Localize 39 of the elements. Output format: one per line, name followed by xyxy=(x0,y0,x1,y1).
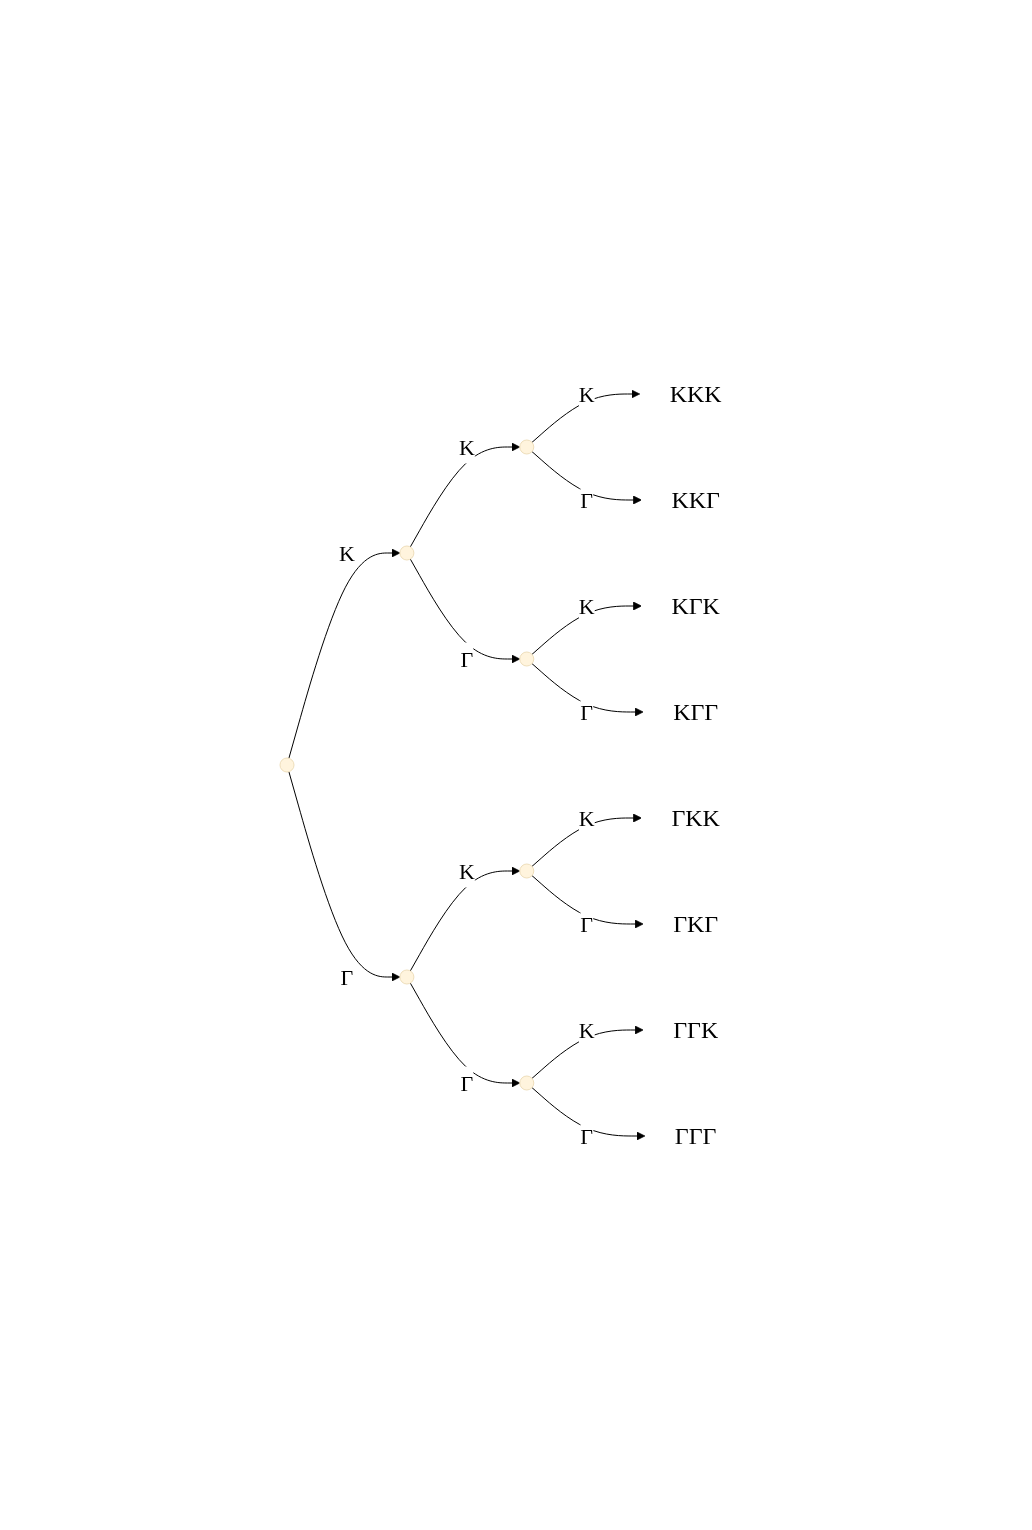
edge-label: Γ xyxy=(580,1123,594,1149)
edge-label: Γ xyxy=(460,646,474,672)
arrow xyxy=(531,663,644,717)
arrow xyxy=(288,771,401,982)
arrow xyxy=(288,548,401,759)
edge-label: Κ xyxy=(459,434,475,460)
node-point xyxy=(519,651,535,667)
arrow xyxy=(410,442,521,548)
node-text: ΚΓΓ xyxy=(673,699,719,725)
node-text: ΓΓΚ xyxy=(673,1017,719,1043)
edge-label: Γ xyxy=(580,699,594,725)
edge-label: Κ xyxy=(578,381,595,407)
edge-label: Κ xyxy=(578,805,595,831)
arrow xyxy=(410,982,521,1088)
node-text: ΓΚΚ xyxy=(671,805,721,831)
node-text: ΚΚΓ xyxy=(671,487,721,513)
node-point xyxy=(519,439,535,455)
arrow xyxy=(410,558,521,664)
node-point xyxy=(279,757,295,773)
node-text: ΓΚΓ xyxy=(673,911,719,937)
node-text: ΚΓΚ xyxy=(671,593,721,619)
arrow xyxy=(531,451,642,505)
node-point xyxy=(519,863,535,879)
arrow xyxy=(410,866,521,972)
node-text: ΚΚΚ xyxy=(669,381,722,407)
node-point xyxy=(519,1075,535,1091)
edge-label: Γ xyxy=(460,1070,474,1096)
node-point xyxy=(399,545,415,561)
edge-label: Γ xyxy=(580,911,594,937)
node-text: ΓΓΓ xyxy=(675,1123,717,1149)
node-point xyxy=(399,969,415,985)
edge-label: Κ xyxy=(339,540,356,566)
edge-label: Κ xyxy=(578,1017,595,1043)
edge-label: Γ xyxy=(340,964,354,990)
arrow xyxy=(531,1087,646,1141)
edge-label: Γ xyxy=(580,487,594,513)
edge-label: Κ xyxy=(459,858,475,884)
arrow xyxy=(531,875,644,929)
edge-label: Κ xyxy=(578,593,595,619)
